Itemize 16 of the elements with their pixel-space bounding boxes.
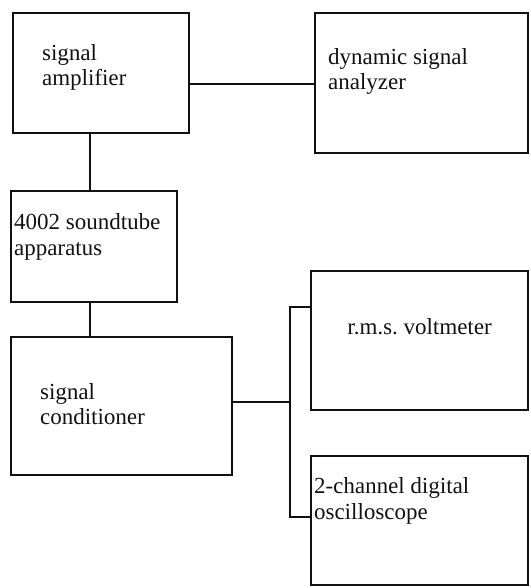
box-label: 2-channel digital oscilloscope: [314, 473, 470, 524]
connector-line: [190, 83, 314, 85]
process-box: [10, 190, 178, 303]
box-label: signal conditioner: [40, 378, 146, 430]
box-label: dynamic signal analyzer: [328, 44, 469, 94]
box-label: r.m.s. voltmeter: [346, 314, 493, 340]
process-box: [310, 270, 529, 411]
process-box: [12, 12, 190, 134]
connector-line: [89, 134, 91, 190]
process-box: [10, 336, 233, 476]
box-label: 4002 soundtube apparatus: [14, 209, 162, 260]
process-box: [310, 455, 529, 586]
connector-line: [89, 303, 91, 336]
connector-line: [233, 401, 310, 518]
box-label: signal amplifier: [42, 40, 128, 90]
process-box: [314, 12, 529, 154]
